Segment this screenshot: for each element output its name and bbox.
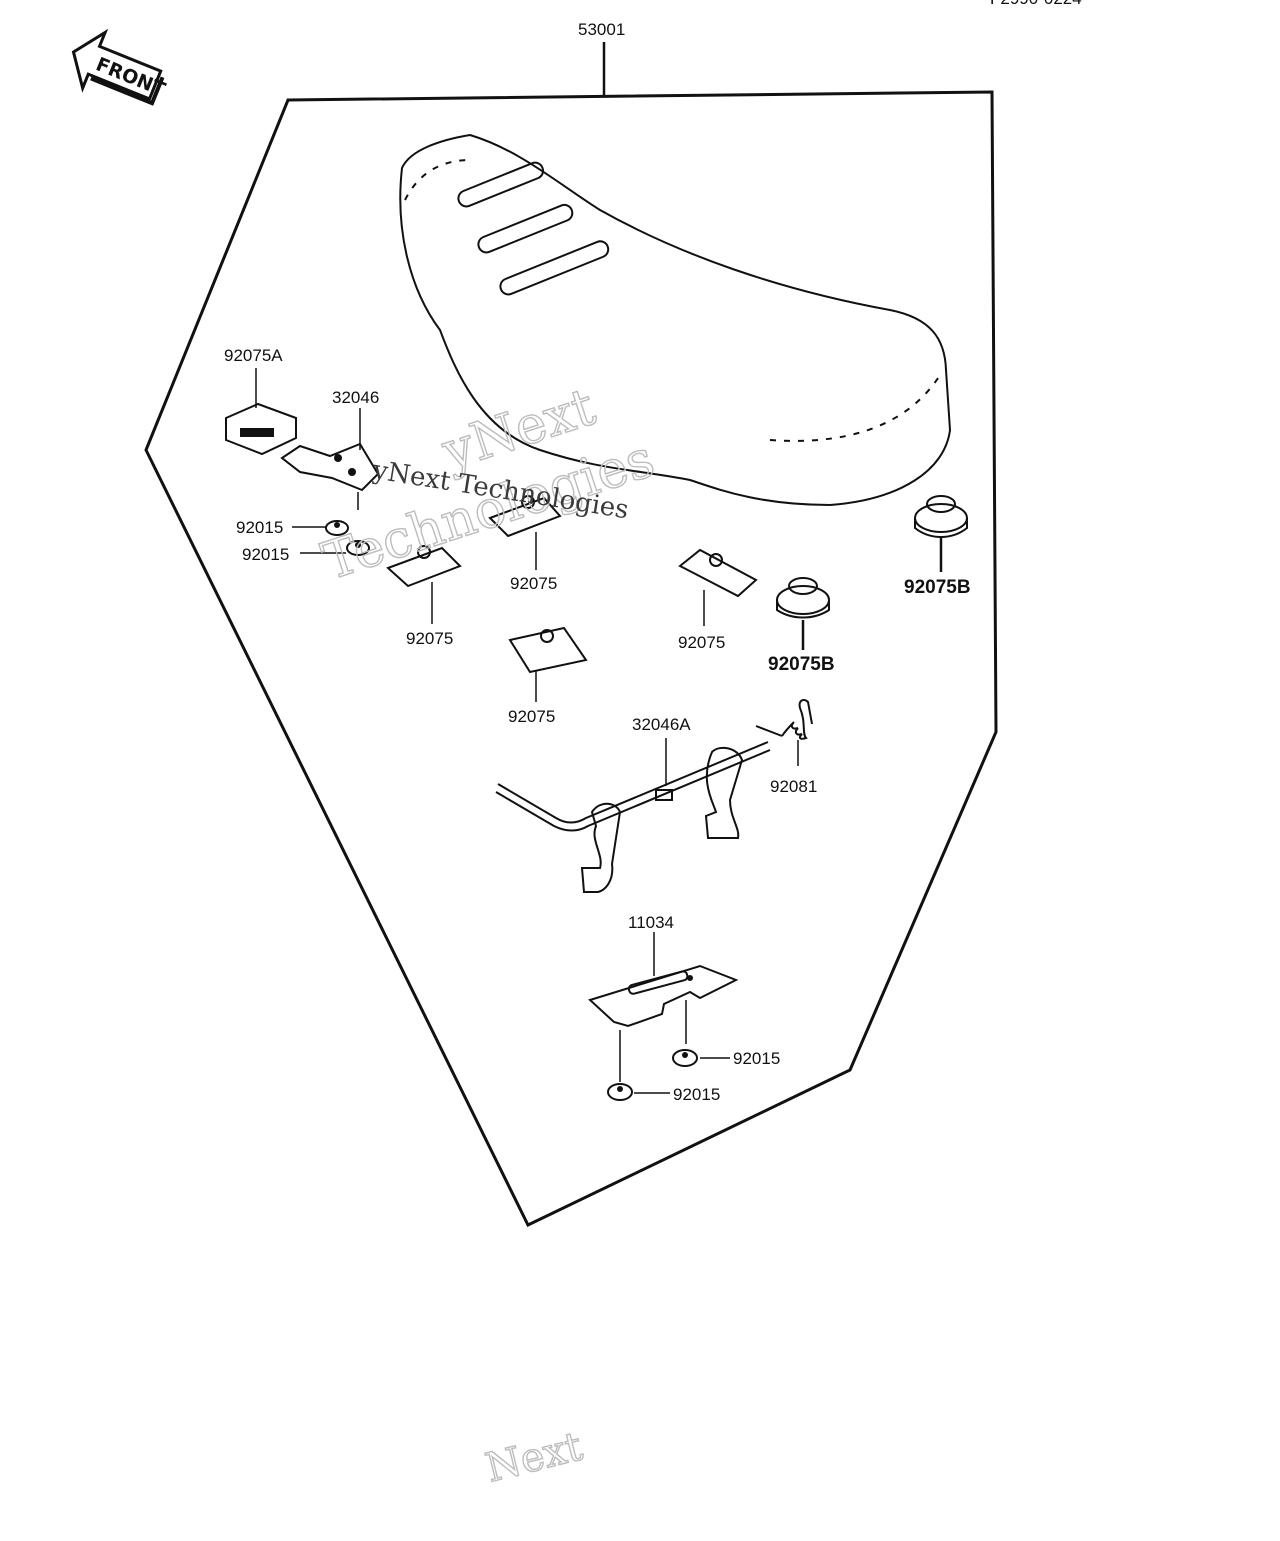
label-nut-c: 92015 bbox=[733, 1049, 780, 1068]
seat-lock-lever-part bbox=[495, 738, 771, 893]
damper-center-bottom-part bbox=[508, 626, 588, 702]
label-damper-left: 92075 bbox=[406, 629, 453, 648]
plate-part bbox=[588, 932, 739, 1082]
label-cushion-right: 92075B bbox=[904, 577, 971, 598]
corner-code: F2990-0224 bbox=[990, 0, 1082, 8]
label-bracket: 32046 bbox=[332, 388, 379, 407]
label-damper-right: 92075 bbox=[678, 633, 725, 652]
watermark-footer-text: Next bbox=[481, 1424, 587, 1492]
bracket-part bbox=[280, 408, 380, 510]
label-cushion-center: 92075B bbox=[768, 654, 835, 675]
label-plate: 11034 bbox=[628, 913, 674, 932]
assembly-outline bbox=[144, 42, 998, 1227]
cushion-right-part bbox=[914, 495, 968, 572]
front-arrow-icon: FRONT bbox=[71, 28, 168, 106]
nut-upper-left bbox=[292, 520, 370, 556]
label-strap-cover: 92075A bbox=[224, 346, 283, 365]
spring-part bbox=[755, 699, 813, 766]
cushion-center-part bbox=[776, 577, 830, 650]
label-spring: 92081 bbox=[770, 777, 817, 796]
label-nut-a: 92015 bbox=[236, 518, 283, 537]
seat-illustration bbox=[399, 133, 952, 507]
strap-cover-part bbox=[225, 368, 297, 456]
label-seat: 53001 bbox=[578, 20, 625, 39]
label-seat-lock-lever: 32046A bbox=[632, 715, 691, 734]
damper-left-part bbox=[386, 545, 462, 624]
label-damper-center-top: 92075 bbox=[510, 574, 557, 593]
damper-right-part bbox=[678, 548, 758, 626]
label-damper-center-bottom: 92075 bbox=[508, 707, 555, 726]
nut-lower bbox=[607, 1049, 730, 1101]
watermark: yNext Technologies yNext Technologies Ne… bbox=[315, 376, 662, 1492]
damper-center-top-part bbox=[488, 495, 562, 570]
label-nut-d: 92015 bbox=[673, 1085, 720, 1104]
label-nut-b: 92015 bbox=[242, 545, 289, 564]
